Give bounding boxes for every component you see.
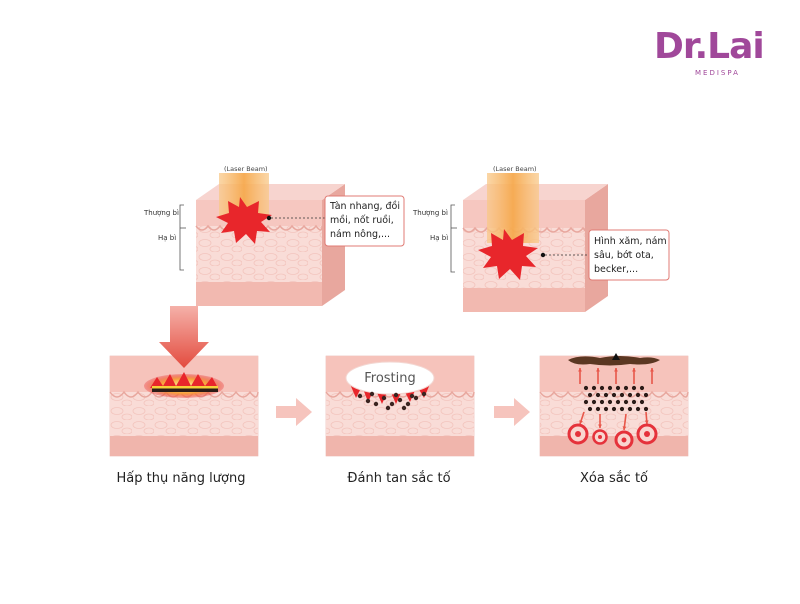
brand-sub: MEDISPA [695, 69, 740, 77]
pigment-dot [583, 385, 589, 391]
dispersal-arrow-head [579, 420, 583, 424]
top-left-layer-lower: Hạ bì [158, 234, 176, 242]
pigment-dot [365, 398, 371, 404]
top-right-layer-lower: Hạ bì [430, 234, 448, 242]
pigment-dot [607, 385, 613, 391]
pigment-dot [643, 406, 649, 412]
step-2-pigment-dots [357, 391, 427, 411]
dispersal-arrow-head [614, 368, 618, 372]
pigment-dot [373, 401, 379, 407]
step-3-scab [568, 356, 660, 366]
top-right-callout-line-3: becker,... [594, 264, 638, 275]
top-right-burst [478, 229, 538, 280]
pigment-dot [599, 385, 605, 391]
step-3-pigment-dots [583, 385, 649, 412]
top-right-callout-line-2: sâu, bớt ota, [594, 250, 654, 261]
pigment-dot [623, 399, 629, 405]
pigment-dot [591, 399, 597, 405]
dispersal-arrow-head [622, 426, 627, 430]
dispersal-arrow-head [598, 424, 602, 428]
pigment-dot [631, 399, 637, 405]
step-3-caption: Xóa sắc tố [580, 471, 648, 486]
step-1-panel [109, 306, 259, 457]
pigment-dot [357, 393, 363, 399]
step-3-panel [539, 353, 689, 457]
brand-logo: Dr.Lai MEDISPA [654, 26, 765, 77]
pigment-dot [413, 395, 419, 401]
step-2-caption: Đánh tan sắc tố [347, 471, 450, 486]
pigment-dot [603, 406, 609, 412]
dispersal-arrow-head [596, 368, 600, 372]
pigment-dot [595, 392, 601, 398]
step-3-dispersal-arrows [578, 368, 654, 431]
pigment-dot [583, 399, 589, 405]
pigment-dot [631, 385, 637, 391]
top-left-callout [324, 195, 405, 247]
step-2-panel: Frosting [325, 355, 475, 457]
pigment-dot [599, 399, 605, 405]
frosting-label: Frosting [364, 371, 416, 386]
top-right-callout-line-1: Hình xăm, nám [594, 236, 667, 247]
pigment-dot [627, 406, 633, 412]
pigment-dot [369, 391, 375, 397]
pigment-dot [615, 385, 621, 391]
pigment-dot [397, 397, 403, 403]
pigment-dot [635, 406, 641, 412]
frosting-bubble [345, 361, 435, 395]
pigment-dot [615, 399, 621, 405]
top-left-skin-block: (Laser Beam) Thượng bì Hạ bì Tàn nhang, … [143, 165, 405, 306]
pigment-dot [405, 401, 411, 407]
top-left-burst [216, 197, 272, 244]
pigment-dot [643, 392, 649, 398]
top-right-layer-upper: Thượng bì [412, 209, 448, 217]
pigment-dot [595, 406, 601, 412]
top-left-callout-line-2: mồi, nốt ruồi, [330, 215, 394, 226]
pigment-dot [393, 392, 399, 398]
brand-name: Dr.Lai [654, 26, 764, 67]
top-left-callout-line-1: Tàn nhang, đồi [329, 201, 400, 212]
flow-arrow-2 [494, 398, 530, 426]
dispersal-arrow-head [632, 368, 636, 372]
top-right-skin-block: (Laser Beam) Thượng bì Hạ bì Hình xăm, n… [412, 165, 670, 312]
step-3-macrophages [567, 423, 658, 450]
pigment-dot [401, 405, 407, 411]
pigment-dot [619, 406, 625, 412]
top-right-callout [588, 229, 670, 281]
dispersal-arrow-head [644, 420, 649, 424]
pigment-dot [639, 399, 645, 405]
pigment-dot [385, 405, 391, 411]
top-right-beam-label: (Laser Beam) [493, 165, 537, 173]
pigment-dot [627, 392, 633, 398]
dispersal-arrow-head [650, 368, 654, 372]
top-left-layer-upper: Thượng bì [143, 209, 179, 217]
pigment-dot [587, 406, 593, 412]
top-left-beam-label: (Laser Beam) [224, 165, 268, 173]
pigment-dot [639, 385, 645, 391]
pigment-dot [587, 392, 593, 398]
pigment-dot [603, 392, 609, 398]
flow-arrow-1 [276, 398, 312, 426]
pigment-dot [421, 391, 427, 397]
pigment-dot [607, 399, 613, 405]
pigment-dot [611, 406, 617, 412]
pigment-dot [619, 392, 625, 398]
dispersal-arrow-head [578, 368, 582, 372]
pigment-dot [611, 392, 617, 398]
pigment-dot [623, 385, 629, 391]
pigment-dot [591, 385, 597, 391]
pigment-dot [409, 393, 415, 399]
pigment-dot [381, 395, 387, 401]
pigment-dot [635, 392, 641, 398]
step-1-caption: Hấp thụ năng lượng [117, 471, 246, 486]
pigment-dot [389, 401, 395, 407]
top-left-callout-line-3: nám nông,... [330, 229, 390, 240]
step-1-laser-arrow [159, 306, 209, 368]
